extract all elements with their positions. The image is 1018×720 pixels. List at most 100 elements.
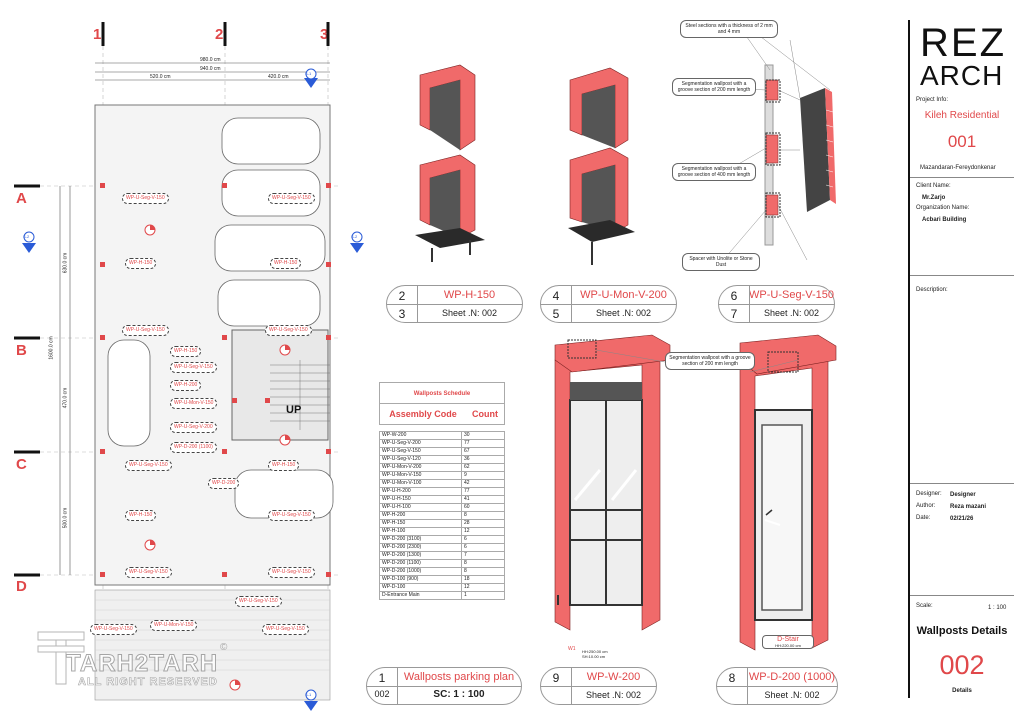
pill-number: 2: [398, 289, 406, 303]
schedule-cell-count: 1: [461, 591, 505, 600]
sheet-number: 002: [939, 650, 985, 680]
schedule-row: WP-D-100 (900)18: [379, 575, 505, 584]
wp-w-200-detail: [554, 334, 671, 631]
plan-tag: WP-H-150: [125, 510, 157, 521]
pill-title: WP-D-200 (1000): [748, 671, 836, 683]
scale-value: 1 : 100: [988, 605, 1007, 611]
schedule-cell-code: WP-D-100: [379, 583, 462, 592]
schedule-row: WP-D-200 (3100)6: [379, 535, 505, 544]
schedule-cell-code: WP-U-Mon-V-200: [379, 463, 462, 472]
schedule-title: Wallposts Schedule: [379, 382, 505, 404]
schedule-cell-code: WP-H-200: [379, 511, 462, 520]
dim-940: 940.0 cm: [200, 66, 221, 72]
client-name: Mr.Zarjo: [922, 195, 946, 201]
door-tag-code: D-Stair: [777, 636, 799, 643]
wp-d-200-detail: [739, 334, 837, 651]
plan-tag: WP-U-Seg-V-150: [265, 325, 312, 336]
grid-col-1: 1: [93, 26, 102, 43]
author-label: Author:: [916, 503, 936, 509]
schedule-header-count: Count: [472, 409, 498, 419]
watermark-subtitle: ALL RIGHT RESERVED: [78, 676, 218, 689]
pill-title: WP-H-150: [443, 289, 496, 301]
pill-sheet: Sheet .N: 002: [764, 690, 820, 700]
schedule-cell-count: 36: [461, 455, 505, 464]
plan-tag: WP-U-Seg-V-150: [268, 193, 315, 204]
dim-980: 980.0 cm: [200, 57, 221, 63]
schedule-cell-count: 18: [461, 575, 505, 584]
project-name: Kileh Residential: [924, 110, 1000, 121]
schedule-cell-code: WP-D-200 (1300): [379, 551, 462, 560]
door-tag-dims: HH:220.00 cm: [775, 643, 801, 648]
parking-plan: 1 2 3 A B C D: [0, 0, 370, 720]
schedule-row: WP-D-200 (1300)7: [379, 551, 505, 560]
plan-drawing: [14, 22, 364, 711]
title-block: REZ ARCH Project Info: Kileh Residential…: [908, 20, 1014, 698]
pill-sub-number: 7: [730, 307, 738, 321]
schedule-cell-code: WP-H-100: [379, 527, 462, 536]
schedule-row: WP-D-200 (2300)6: [379, 543, 505, 552]
pill-sheet: Sheet .N: 002: [595, 308, 652, 318]
detail-pill-parking-plan: 1 002 Wallposts parking plan SC: 1 : 100: [366, 667, 522, 705]
pill-sub-number: 5: [552, 307, 560, 321]
schedule-cell-code: WP-U-Mon-V-100: [379, 479, 462, 488]
grid-col-2: 2: [215, 26, 224, 43]
schedule-cell-code: WP-W-200: [379, 431, 462, 440]
pill-number: 4: [552, 289, 560, 303]
schedule-cell-count: 62: [461, 463, 505, 472]
schedule-cell-count: 41: [461, 495, 505, 504]
plan-tag: WP-U-Seg-V-150: [268, 510, 315, 521]
plan-tag: WP-U-Seg-V-150: [125, 567, 172, 578]
wallposts-schedule: Wallposts Schedule Assembly Code Count W…: [379, 382, 505, 600]
pill-title: WP-W-200: [586, 671, 641, 683]
dim-1600: 1600.0 cm: [48, 336, 55, 360]
section-marker-s1-bottom: S-1: [305, 692, 312, 697]
organization-name: Acbari Building: [922, 217, 967, 223]
scale-label: Scale:: [916, 603, 933, 609]
plan-tag: WP-U-Seg-V-150: [90, 624, 137, 635]
dim-520: 520.0 cm: [150, 74, 171, 80]
schedule-cell-count: 60: [461, 503, 505, 512]
plan-tag: WP-U-Seg-V-150: [268, 567, 315, 578]
note-steel-sections: Steel sections with a thickness of 2 mm …: [680, 20, 778, 38]
pill-number: 6: [730, 289, 738, 303]
schedule-cell-code: WP-U-H-100: [379, 503, 462, 512]
logo-line-1: REZ: [920, 21, 1006, 65]
description-label: Description:: [916, 287, 948, 293]
pill-sheet: Sheet .N: 002: [441, 308, 498, 318]
schedule-cell-count: 8: [461, 559, 505, 568]
logo-line-2: ARCH: [920, 60, 1004, 91]
pill-title: WP-U-Mon-V-200: [580, 289, 667, 301]
section-marker-s1-top: S-1: [305, 71, 312, 76]
detail-pill-wp-h-150: 2 3 WP-H-150 Sheet .N: 002: [386, 285, 523, 323]
window-tag-code: W1: [568, 646, 576, 652]
schedule-cell-code: WP-U-Seg-V-120: [379, 455, 462, 464]
schedule-cell-count: 7: [461, 551, 505, 560]
section-marker-s2-left: S-2: [23, 234, 30, 239]
schedule-cell-code: WP-D-200 (1100): [379, 559, 462, 568]
project-number: 001: [947, 132, 977, 151]
plan-tag: WP-D-200 (1100): [170, 442, 217, 453]
window-tag-dims: HH:250.00 cm SH:10.00 cm: [582, 649, 608, 659]
schedule-cell-code: WP-U-H-200: [379, 487, 462, 496]
organization-label: Organization Name:: [916, 205, 970, 211]
grid-col-3: 3: [320, 26, 329, 43]
detail-pill-wp-w-200: 9 WP-W-200 Sheet .N: 002: [540, 667, 657, 705]
stair-up-label: UP: [286, 404, 302, 416]
note-seg-200-window: Segmentation wallpost with a groove sect…: [665, 352, 755, 370]
plan-tag: WP-U-Seg-V-150: [262, 624, 309, 635]
pill-sheet: SC: 1 : 100: [433, 689, 485, 700]
schedule-cell-count: 8: [461, 511, 505, 520]
schedule-cell-code: WP-D-100 (900): [379, 575, 462, 584]
schedule-cell-code: WP-D-200 (1000): [379, 567, 462, 576]
dim-470: 470.0 cm: [62, 387, 69, 409]
schedule-cell-code: WP-U-Seg-V-150: [379, 447, 462, 456]
schedule-cell-count: 77: [461, 487, 505, 496]
project-location: Mazandaran-Fereydonkenar: [920, 165, 996, 171]
